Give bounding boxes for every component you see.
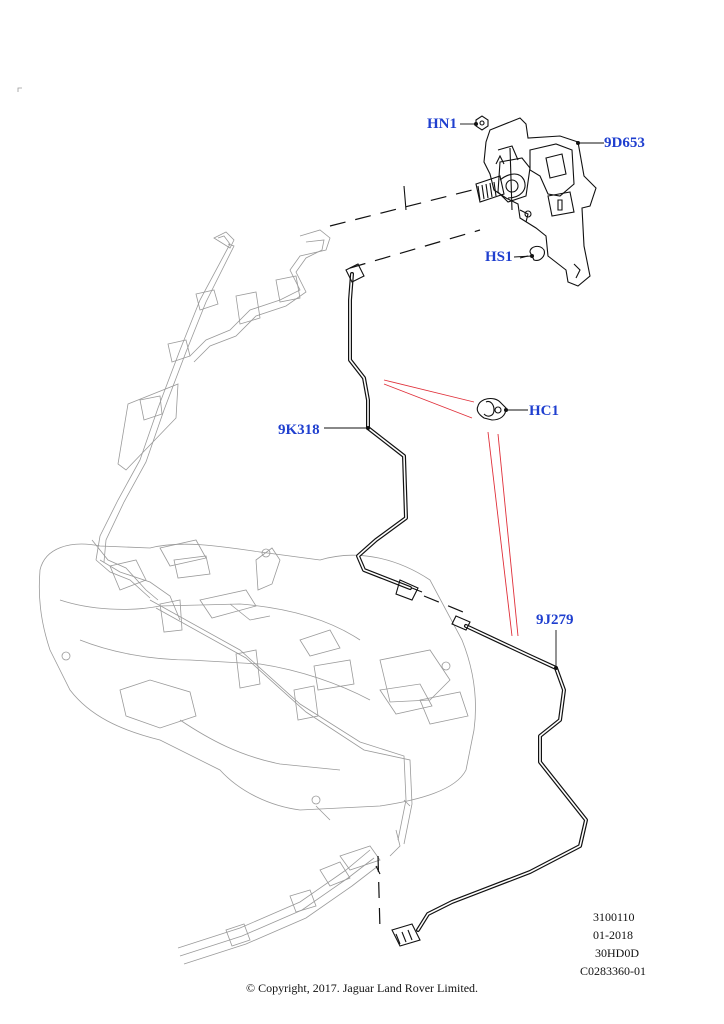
callout-9k318[interactable]: 9K318 xyxy=(278,422,320,438)
callout-hs1[interactable]: HS1 xyxy=(485,249,513,265)
underbody-lines xyxy=(177,829,401,965)
reference-line-4: C0283360-01 xyxy=(580,964,646,978)
nut-hn1 xyxy=(475,115,489,131)
pipe-9k318 xyxy=(345,263,423,601)
fuel-tank xyxy=(38,539,476,845)
callout-9j279[interactable]: 9J279 xyxy=(536,612,574,628)
indicator-lines xyxy=(383,379,519,637)
callout-9d653[interactable]: 9D653 xyxy=(604,135,645,151)
copyright-notice: © Copyright, 2017. Jaguar Land Rover Lim… xyxy=(245,981,479,995)
reference-line-1: 3100110 xyxy=(593,910,635,924)
screw-hs1 xyxy=(519,245,545,261)
callout-hc1[interactable]: HC1 xyxy=(529,403,559,419)
pipe-9j279 xyxy=(391,615,588,947)
filler-neck-assembly xyxy=(91,229,331,721)
callout-hn1[interactable]: HN1 xyxy=(427,116,457,132)
clip-hc1 xyxy=(476,397,507,421)
reference-line-2: 01-2018 xyxy=(593,928,633,942)
reference-line-3: 30HD0D xyxy=(595,946,639,960)
bracket-9d653 xyxy=(475,117,597,287)
leader-lines xyxy=(324,122,604,670)
